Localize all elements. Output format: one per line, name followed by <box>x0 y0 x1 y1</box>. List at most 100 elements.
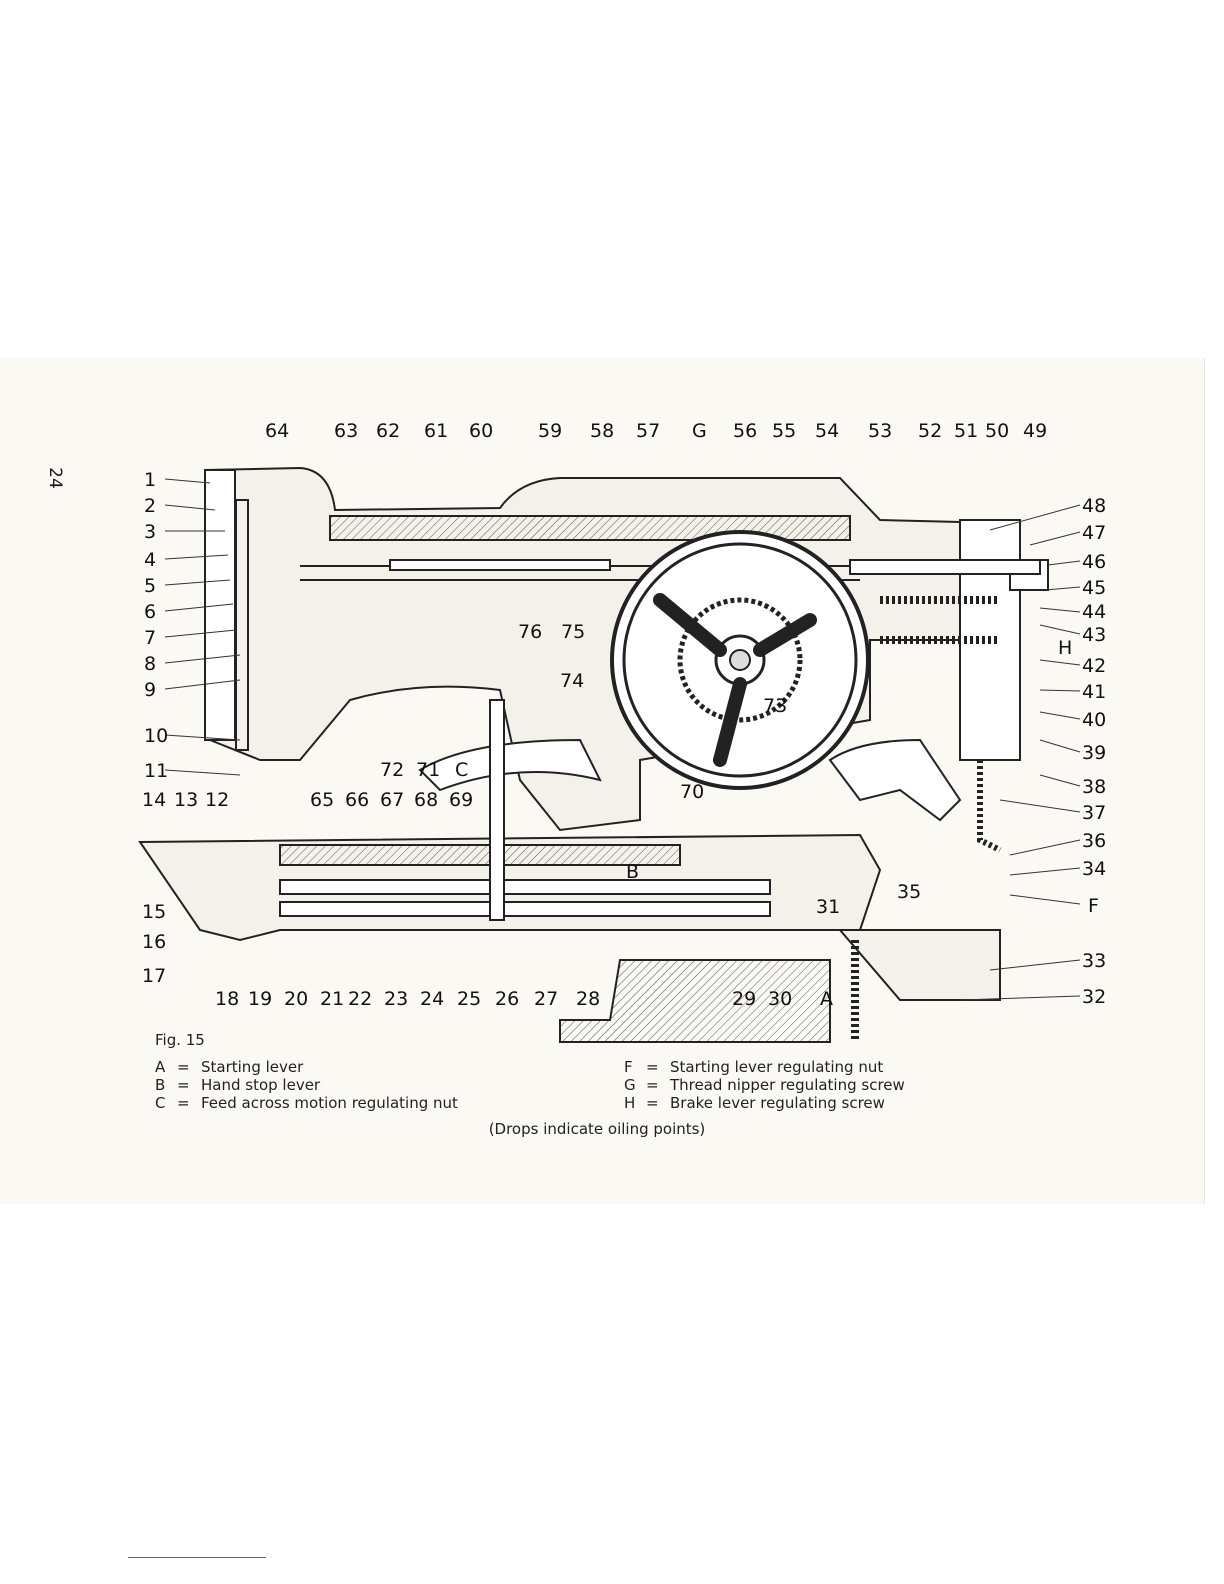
callout-65: 65 <box>310 789 334 811</box>
callout-18: 18 <box>215 988 239 1010</box>
callout-36: 36 <box>1082 830 1106 852</box>
callout-10: 10 <box>144 725 168 747</box>
callout-35: 35 <box>897 881 921 903</box>
callout-49: 49 <box>1023 420 1047 442</box>
callout-41: 41 <box>1082 681 1106 703</box>
legend-text: Hand stop lever <box>201 1076 321 1094</box>
legend-text: Thread nipper regulating screw <box>670 1076 905 1094</box>
legend-item-F: F = Starting lever regulating nut <box>624 1058 905 1076</box>
callout-58: 58 <box>590 420 614 442</box>
legend-item-G: G = Thread nipper regulating screw <box>624 1076 905 1094</box>
callout-54: 54 <box>815 420 839 442</box>
legend-key: G <box>624 1076 636 1094</box>
callout-15: 15 <box>142 901 166 923</box>
legend-key: A <box>155 1058 166 1076</box>
callout-72: 72 <box>380 759 404 781</box>
legend-text: Starting lever regulating nut <box>670 1058 884 1076</box>
callout-33: 33 <box>1082 950 1106 972</box>
callout-4: 4 <box>144 549 156 571</box>
figure-label: Fig. 15 <box>155 1031 205 1049</box>
legend-text: Starting lever <box>201 1058 304 1076</box>
callout-55: 55 <box>772 420 796 442</box>
callout-30: 30 <box>768 988 792 1010</box>
legend-text: Feed across motion regulating nut <box>201 1094 458 1112</box>
callout-1: 1 <box>144 469 156 491</box>
callout-53: 53 <box>868 420 892 442</box>
callout-20: 20 <box>284 988 308 1010</box>
legend-eq: = <box>177 1058 190 1076</box>
oiling-note: (Drops indicate oiling points) <box>488 1120 706 1138</box>
callout-26: 26 <box>495 988 519 1010</box>
callout-42: 42 <box>1082 655 1106 677</box>
callout-75: 75 <box>561 621 585 643</box>
callout-14: 14 <box>142 789 166 811</box>
callout-74: 74 <box>560 670 584 692</box>
callout-44: 44 <box>1082 601 1106 623</box>
leader-lines <box>164 478 1081 1001</box>
legend-eq: = <box>646 1094 659 1112</box>
callout-45: 45 <box>1082 577 1106 599</box>
legend-right: F = Starting lever regulating nut G = Th… <box>624 1058 905 1112</box>
callout-G: G <box>692 420 707 442</box>
callout-43: 43 <box>1082 624 1106 646</box>
legend-eq: = <box>177 1094 190 1112</box>
legend-key: C <box>155 1094 166 1112</box>
callout-7: 7 <box>144 627 156 649</box>
callout-64: 64 <box>265 420 289 442</box>
callout-57: 57 <box>636 420 660 442</box>
callout-6: 6 <box>144 601 156 623</box>
callout-76: 76 <box>518 621 542 643</box>
callout-37: 37 <box>1082 802 1106 824</box>
callout-2: 2 <box>144 495 156 517</box>
footer-rule <box>128 1557 266 1558</box>
callout-23: 23 <box>384 988 408 1010</box>
callout-52: 52 <box>918 420 942 442</box>
callout-39: 39 <box>1082 742 1106 764</box>
legend-key: F <box>624 1058 633 1076</box>
callout-B: B <box>626 861 639 883</box>
callout-66: 66 <box>345 789 369 811</box>
callout-3: 3 <box>144 521 156 543</box>
legend-key: H <box>624 1094 636 1112</box>
callout-C: C <box>455 759 468 781</box>
legend-item-B: B = Hand stop lever <box>155 1076 458 1094</box>
callout-24: 24 <box>420 988 444 1010</box>
legend-eq: = <box>177 1076 190 1094</box>
callout-69: 69 <box>449 789 473 811</box>
legend-key: B <box>155 1076 166 1094</box>
callout-73: 73 <box>763 695 787 717</box>
callout-71: 71 <box>416 759 440 781</box>
callout-29: 29 <box>732 988 756 1010</box>
callout-28: 28 <box>576 988 600 1010</box>
callout-11: 11 <box>144 760 168 782</box>
callout-67: 67 <box>380 789 404 811</box>
callout-H: H <box>1058 637 1072 659</box>
callout-51: 51 <box>954 420 978 442</box>
callout-46: 46 <box>1082 551 1106 573</box>
legend-item-H: H = Brake lever regulating screw <box>624 1094 905 1112</box>
callout-25: 25 <box>457 988 481 1010</box>
legend-item-C: C = Feed across motion regulating nut <box>155 1094 458 1112</box>
legend-text: Brake lever regulating screw <box>670 1094 885 1112</box>
callout-32: 32 <box>1082 986 1106 1008</box>
machine-body <box>138 466 1049 1043</box>
callout-21: 21 <box>320 988 344 1010</box>
callout-47: 47 <box>1082 522 1106 544</box>
callout-31: 31 <box>816 896 840 918</box>
callout-59: 59 <box>538 420 562 442</box>
callout-56: 56 <box>733 420 757 442</box>
callout-19: 19 <box>248 988 272 1010</box>
callout-27: 27 <box>534 988 558 1010</box>
callout-labels: 64 63 62 61 60 59 58 57 G 56 55 54 53 52… <box>142 420 1106 1010</box>
callout-63: 63 <box>334 420 358 442</box>
callout-16: 16 <box>142 931 166 953</box>
callout-38: 38 <box>1082 776 1106 798</box>
legend-eq: = <box>646 1058 659 1076</box>
callout-34: 34 <box>1082 858 1106 880</box>
callout-13: 13 <box>174 789 198 811</box>
callout-61: 61 <box>424 420 448 442</box>
callout-F: F <box>1088 895 1099 917</box>
callout-68: 68 <box>414 789 438 811</box>
callout-22: 22 <box>348 988 372 1010</box>
callout-8: 8 <box>144 653 156 675</box>
